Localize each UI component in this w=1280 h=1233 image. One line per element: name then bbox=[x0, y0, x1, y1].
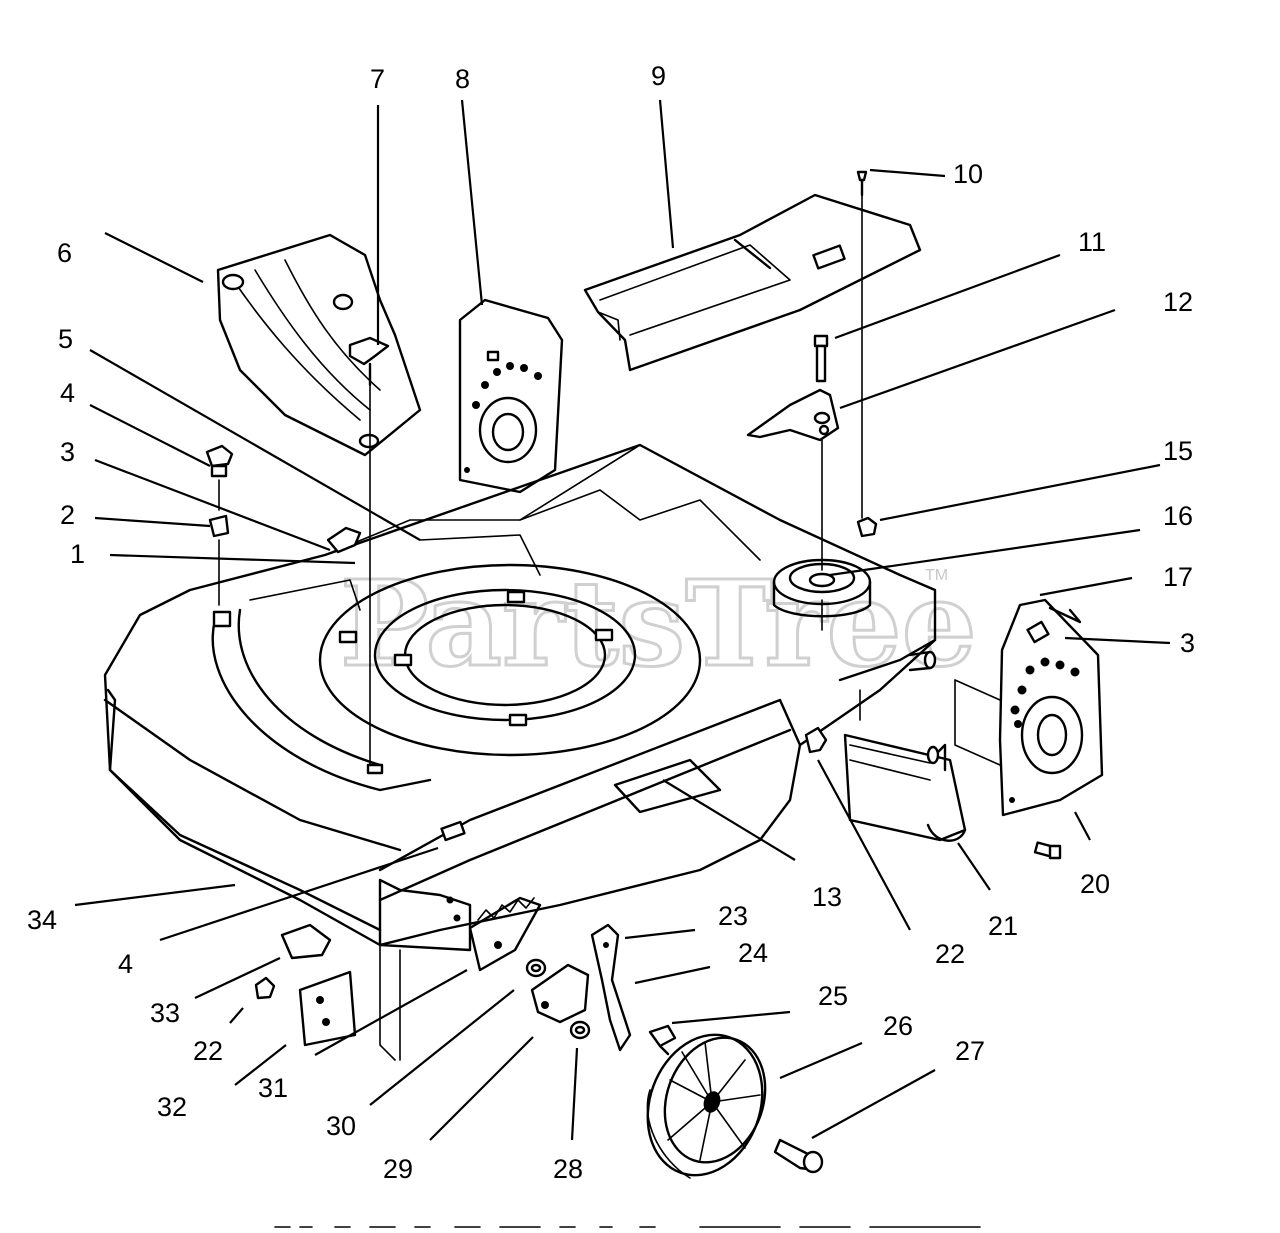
callout-3: 3 bbox=[60, 437, 75, 467]
top-cover-slot bbox=[812, 244, 846, 270]
rear-wheel-assembly bbox=[468, 896, 824, 1179]
top-cover bbox=[583, 193, 922, 372]
callout-13: 13 bbox=[812, 882, 842, 912]
callout-5: 5 bbox=[58, 324, 73, 354]
side-bracket-left bbox=[458, 298, 564, 494]
callout-22-left: 22 bbox=[193, 1036, 223, 1066]
callout-3-right: 3 bbox=[1180, 628, 1195, 658]
hardware-right bbox=[746, 170, 878, 631]
callout-30: 30 bbox=[326, 1111, 356, 1141]
callout-15: 15 bbox=[1163, 436, 1193, 466]
callout-33: 33 bbox=[150, 998, 180, 1028]
callout-24: 24 bbox=[738, 938, 768, 968]
leader-lines bbox=[74, 99, 1171, 1141]
callout-29: 29 bbox=[383, 1154, 413, 1184]
watermark: PartsTree TM bbox=[339, 553, 979, 695]
bowl-tab bbox=[508, 713, 528, 727]
callout-2: 2 bbox=[60, 500, 75, 530]
callout-6: 6 bbox=[57, 238, 72, 268]
rear-guard bbox=[804, 650, 967, 842]
callout-labels: 1 2 3 4 5 6 7 8 9 10 11 12 13 15 16 17 3… bbox=[27, 61, 1195, 1184]
callout-34: 34 bbox=[27, 905, 57, 935]
callout-9: 9 bbox=[651, 61, 666, 91]
rear-mount-slot bbox=[440, 820, 466, 842]
callout-21: 21 bbox=[988, 911, 1018, 941]
watermark-trademark: TM bbox=[925, 567, 948, 584]
callout-4-rear: 4 bbox=[118, 949, 133, 979]
callout-23: 23 bbox=[718, 901, 748, 931]
label-plate bbox=[613, 758, 722, 814]
callout-17: 17 bbox=[1163, 562, 1193, 592]
callout-27: 27 bbox=[955, 1036, 985, 1066]
callout-10: 10 bbox=[953, 159, 983, 189]
bowl-tab bbox=[338, 630, 358, 644]
callout-26: 26 bbox=[883, 1011, 913, 1041]
callout-4: 4 bbox=[60, 378, 75, 408]
callout-25: 25 bbox=[818, 981, 848, 1011]
bowl-tab bbox=[506, 590, 526, 604]
pivot-tab bbox=[212, 610, 232, 628]
callout-8: 8 bbox=[455, 64, 470, 94]
watermark-text: PartsTree bbox=[340, 554, 977, 693]
mower-deck bbox=[103, 443, 1001, 1061]
callout-20: 20 bbox=[1080, 869, 1110, 899]
front-left-hardware bbox=[205, 444, 362, 1047]
callout-1: 1 bbox=[70, 539, 85, 569]
callout-28: 28 bbox=[553, 1154, 583, 1184]
callout-32: 32 bbox=[157, 1092, 187, 1122]
callout-11: 11 bbox=[1078, 227, 1106, 257]
callout-16: 16 bbox=[1163, 501, 1193, 531]
bowl-tab bbox=[393, 653, 413, 667]
callout-22-right: 22 bbox=[935, 939, 965, 969]
discharge-cover bbox=[216, 233, 422, 457]
callout-31: 31 bbox=[258, 1073, 288, 1103]
bowl-tab bbox=[594, 628, 614, 642]
callout-12: 12 bbox=[1163, 287, 1193, 317]
callout-7: 7 bbox=[370, 64, 385, 94]
side-bracket-right bbox=[998, 598, 1104, 860]
latch-slot bbox=[366, 763, 384, 775]
